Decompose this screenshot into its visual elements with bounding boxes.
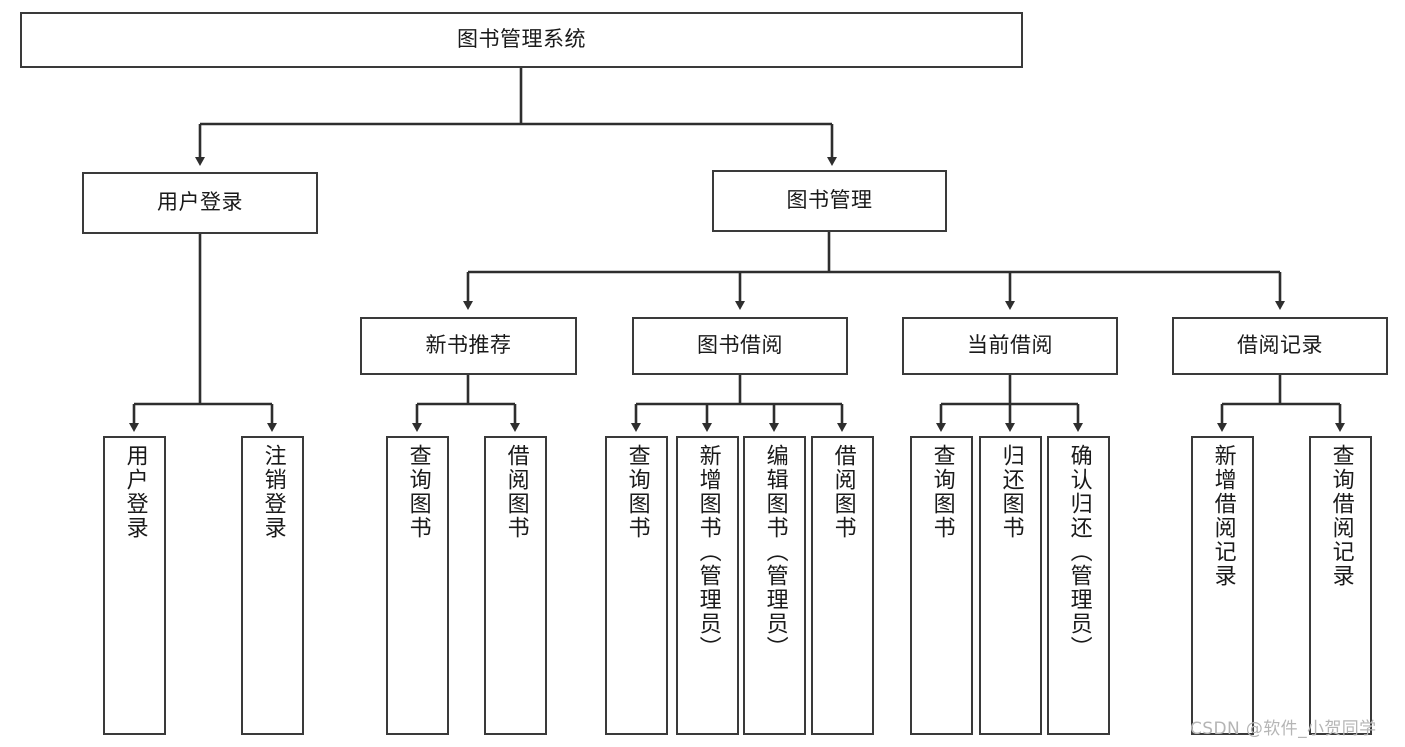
leaf-new-book-query-book[interactable]: 查询图书 — [386, 436, 449, 735]
leaf-current-borrow-query-book[interactable]: 查询图书 — [910, 436, 973, 735]
leaf-label: 编辑图书（管理员） — [762, 444, 788, 660]
leaf-label: 新增借阅记录 — [1210, 444, 1236, 588]
leaf-current-borrow-confirm-return-admin[interactable]: 确认归还（管理员） — [1047, 436, 1110, 735]
node-root-system[interactable]: 图书管理系统 — [20, 12, 1023, 68]
leaf-user-login-logout[interactable]: 注销登录 — [241, 436, 304, 735]
leaf-label: 归还图书 — [998, 444, 1024, 540]
leaf-label: 用户登录 — [122, 444, 148, 540]
node-book-borrow[interactable]: 图书借阅 — [632, 317, 848, 375]
leaf-label: 借阅图书 — [830, 444, 856, 540]
node-book-management[interactable]: 图书管理 — [712, 170, 947, 232]
leaf-label: 确认归还（管理员） — [1066, 444, 1092, 660]
leaf-label: 查询图书 — [929, 444, 955, 540]
leaf-label: 查询图书 — [624, 444, 650, 540]
leaf-book-borrow-edit-book-admin[interactable]: 编辑图书（管理员） — [743, 436, 806, 735]
node-borrow-record[interactable]: 借阅记录 — [1172, 317, 1388, 375]
leaf-borrow-record-query-record[interactable]: 查询借阅记录 — [1309, 436, 1372, 735]
leaf-user-login-login[interactable]: 用户登录 — [103, 436, 166, 735]
leaf-book-borrow-add-book-admin[interactable]: 新增图书（管理员） — [676, 436, 739, 735]
leaf-book-borrow-query-book[interactable]: 查询图书 — [605, 436, 668, 735]
leaf-label: 借阅图书 — [503, 444, 529, 540]
node-current-borrow[interactable]: 当前借阅 — [902, 317, 1118, 375]
node-user-login[interactable]: 用户登录 — [82, 172, 318, 234]
leaf-current-borrow-return-book[interactable]: 归还图书 — [979, 436, 1042, 735]
leaf-borrow-record-add-record[interactable]: 新增借阅记录 — [1191, 436, 1254, 735]
leaf-book-borrow-borrow-book[interactable]: 借阅图书 — [811, 436, 874, 735]
leaf-label: 查询图书 — [405, 444, 431, 540]
leaf-label: 新增图书（管理员） — [695, 444, 721, 660]
leaf-label: 注销登录 — [260, 444, 286, 540]
leaf-label: 查询借阅记录 — [1328, 444, 1354, 588]
leaf-new-book-borrow-book[interactable]: 借阅图书 — [484, 436, 547, 735]
node-new-book-recommend[interactable]: 新书推荐 — [360, 317, 577, 375]
